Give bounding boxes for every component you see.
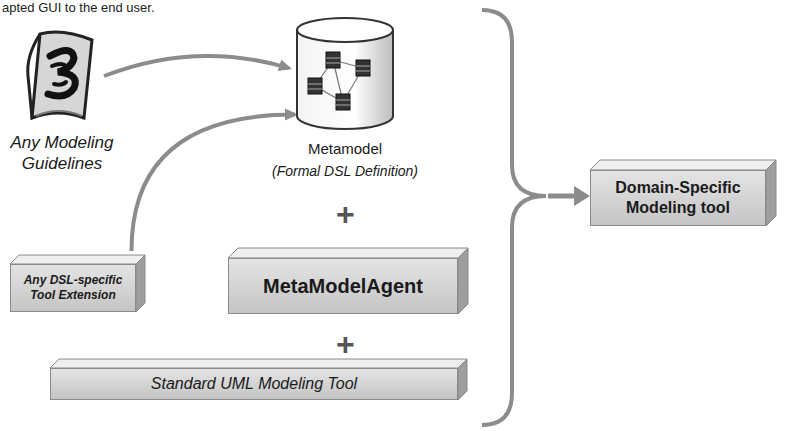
box-top-face — [50, 359, 467, 368]
box-text-wrap: Standard UML Modeling Tool — [151, 375, 357, 393]
box-text-wrap: MetaModelAgent — [263, 275, 423, 298]
extension-box-label: Any DSL-specific Tool Extension — [19, 273, 127, 303]
curved-arrow — [132, 115, 296, 251]
plus-sign: + — [336, 326, 355, 363]
metamodel-title: Metamodel — [255, 140, 435, 157]
notebook-icon — [22, 26, 102, 126]
agent-box: MetaModelAgent — [228, 258, 458, 314]
cropped-text: apted GUI to the end user. — [2, 0, 155, 15]
box-side-face — [458, 248, 468, 314]
box-side-face — [136, 255, 145, 312]
box-text-wrap: Domain-Specific Modeling tool — [599, 178, 757, 218]
box-side-face — [766, 160, 776, 226]
guidelines-caption: Any Modeling Guidelines — [6, 132, 118, 174]
metamodel-node: Metamodel (Formal DSL Definition) — [255, 16, 435, 179]
guidelines-node: Any Modeling Guidelines — [6, 26, 118, 174]
curved-arrow — [104, 56, 289, 76]
dsm-tool-box: Domain-Specific Modeling tool — [590, 170, 766, 226]
plus-sign: + — [336, 196, 355, 233]
box-text-wrap: Any DSL-specific Tool Extension — [19, 273, 127, 303]
metamodel-subtitle: (Formal DSL Definition) — [255, 163, 435, 179]
uml-tool-label: Standard UML Modeling Tool — [151, 375, 357, 393]
grouping-brace — [482, 10, 546, 425]
uml-tool-box: Standard UML Modeling Tool — [50, 368, 458, 400]
box-top-face — [228, 248, 468, 258]
result-arrowhead — [574, 186, 590, 206]
box-side-face — [458, 359, 467, 400]
extension-box: Any DSL-specific Tool Extension — [10, 264, 136, 312]
agent-box-label: MetaModelAgent — [263, 275, 423, 298]
dsm-tool-label: Domain-Specific Modeling tool — [599, 178, 757, 218]
box-top-face — [10, 255, 145, 264]
database-icon — [293, 16, 397, 132]
result-arrow — [548, 194, 578, 199]
box-top-face — [590, 160, 776, 170]
